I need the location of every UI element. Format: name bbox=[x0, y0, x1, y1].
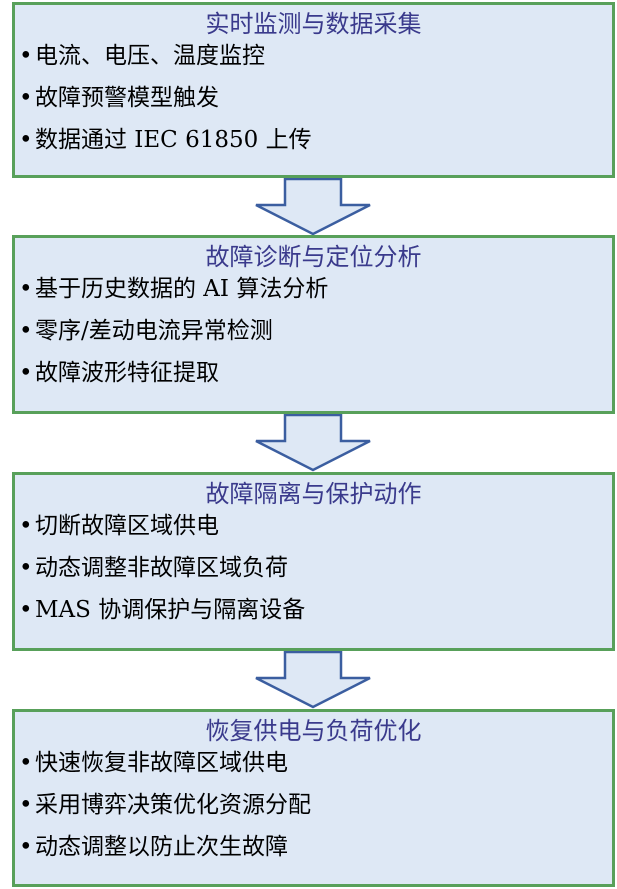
bullet-text: 基于历史数据的 AI 算法分析 bbox=[35, 276, 329, 302]
down-arrow-icon bbox=[254, 178, 372, 236]
stage-bullet-list: •快速恢复非故障区域供电 •采用博弈决策优化资源分配 •动态调整以防止次生故障 bbox=[15, 752, 612, 859]
bullet-text: 零序/差动电流异常检测 bbox=[35, 318, 273, 344]
stage-bullet-list: •电流、电压、温度监控 •故障预警模型触发 •数据通过 IEC 61850 上传 bbox=[15, 45, 612, 152]
bullet-text: 电流、电压、温度监控 bbox=[35, 43, 265, 69]
bullet-text: 采用博弈决策优化资源分配 bbox=[35, 792, 311, 818]
bullet-icon: • bbox=[19, 318, 33, 344]
stage-box-restoration: 恢复供电与负荷优化 •快速恢复非故障区域供电 •采用博弈决策优化资源分配 •动态… bbox=[12, 709, 615, 887]
bullet-icon: • bbox=[19, 127, 33, 153]
bullet-text: 动态调整以防止次生故障 bbox=[35, 834, 288, 860]
bullet-item: •故障波形特征提取 bbox=[19, 362, 612, 385]
stage-bullet-list: •切断故障区域供电 •动态调整非故障区域负荷 •MAS 协调保护与隔离设备 bbox=[15, 515, 612, 622]
bullet-icon: • bbox=[19, 597, 33, 623]
stage-box-monitoring: 实时监测与数据采集 •电流、电压、温度监控 •故障预警模型触发 •数据通过 IE… bbox=[12, 2, 615, 178]
stage-box-diagnosis: 故障诊断与定位分析 •基于历史数据的 AI 算法分析 •零序/差动电流异常检测 … bbox=[12, 235, 615, 414]
stage-title: 故障隔离与保护动作 bbox=[205, 480, 422, 508]
bullet-icon: • bbox=[19, 555, 33, 581]
bullet-item: •动态调整非故障区域负荷 bbox=[19, 557, 612, 580]
stage-title: 恢复供电与负荷优化 bbox=[205, 717, 422, 745]
bullet-text: 动态调整非故障区域负荷 bbox=[35, 555, 288, 581]
down-arrow-icon bbox=[254, 651, 372, 709]
bullet-text: 数据通过 IEC 61850 上传 bbox=[35, 127, 312, 153]
bullet-text: MAS 协调保护与隔离设备 bbox=[35, 597, 306, 623]
bullet-item: •动态调整以防止次生故障 bbox=[19, 836, 612, 859]
stage-title: 实时监测与数据采集 bbox=[205, 10, 422, 38]
bullet-item: •采用博弈决策优化资源分配 bbox=[19, 794, 612, 817]
bullet-item: •基于历史数据的 AI 算法分析 bbox=[19, 278, 612, 301]
bullet-item: •数据通过 IEC 61850 上传 bbox=[19, 129, 612, 152]
bullet-icon: • bbox=[19, 276, 33, 302]
bullet-item: •MAS 协调保护与隔离设备 bbox=[19, 599, 612, 622]
bullet-icon: • bbox=[19, 750, 33, 776]
bullet-text: 故障预警模型触发 bbox=[35, 85, 219, 111]
bullet-icon: • bbox=[19, 85, 33, 111]
bullet-icon: • bbox=[19, 513, 33, 539]
bullet-icon: • bbox=[19, 834, 33, 860]
bullet-text: 快速恢复非故障区域供电 bbox=[35, 750, 288, 776]
bullet-item: •快速恢复非故障区域供电 bbox=[19, 752, 612, 775]
bullet-item: •零序/差动电流异常检测 bbox=[19, 320, 612, 343]
stage-bullet-list: •基于历史数据的 AI 算法分析 •零序/差动电流异常检测 •故障波形特征提取 bbox=[15, 278, 612, 385]
bullet-item: •故障预警模型触发 bbox=[19, 87, 612, 110]
bullet-text: 切断故障区域供电 bbox=[35, 513, 219, 539]
bullet-icon: • bbox=[19, 792, 33, 818]
bullet-item: •电流、电压、温度监控 bbox=[19, 45, 612, 68]
stage-box-isolation: 故障隔离与保护动作 •切断故障区域供电 •动态调整非故障区域负荷 •MAS 协调… bbox=[12, 472, 615, 651]
bullet-item: •切断故障区域供电 bbox=[19, 515, 612, 538]
bullet-text: 故障波形特征提取 bbox=[35, 360, 219, 386]
bullet-icon: • bbox=[19, 360, 33, 386]
down-arrow-icon bbox=[254, 414, 372, 472]
bullet-icon: • bbox=[19, 43, 33, 69]
stage-title: 故障诊断与定位分析 bbox=[205, 243, 422, 271]
